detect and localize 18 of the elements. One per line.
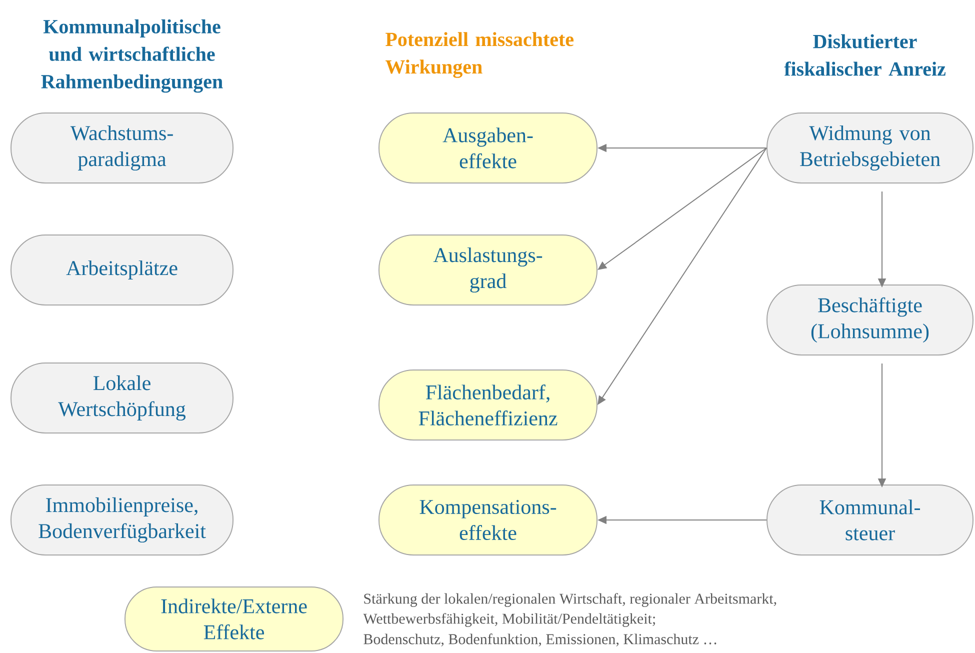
rounded-box: Arbeitsplätze — [10, 234, 234, 306]
rounded-box: Auslastungs- grad — [378, 234, 598, 306]
note-text: Bodenschutz, Bodenfunktion, Emissionen, Klimaschutz … — [364, 634, 716, 646]
note-text: Stärkung der lokalen/regionalen Wirtschaft, regionaler Arbeitsmarkt, — [364, 593, 776, 607]
rounded-box: Indirekte/Externe Effekte — [124, 586, 344, 652]
column-heading: Kommunalpolitische und wirtschaftliche Rahmenbedingungen — [41, 19, 223, 93]
rounded-box: Kommunal- steuer — [766, 484, 974, 556]
rounded-box: Wachstums- paradigma — [10, 112, 234, 184]
rounded-box: Immobilienpreise, Bodenverfügbarkeit — [10, 484, 234, 556]
rounded-box: Kompensations- effekte — [378, 484, 598, 556]
rounded-box: Flächenbedarf, Flächeneffizienz — [378, 369, 598, 440]
rounded-box: Beschäftigte (Lohnsumme) — [766, 284, 974, 356]
note-text: Wettbewerbsfähigkeit, Mobilität/Pendeltätigkeit; — [363, 613, 655, 627]
rounded-box: Widmung von Betriebsgebieten — [766, 112, 974, 184]
rounded-box: Lokale Wertschöpfung — [10, 362, 234, 434]
rounded-box: Ausgaben- effekte — [378, 112, 598, 184]
column-heading: Potenziell missachtete Wirkungen — [386, 32, 574, 78]
column-heading: Diskutierter fiskalischer Anreiz — [784, 34, 946, 76]
